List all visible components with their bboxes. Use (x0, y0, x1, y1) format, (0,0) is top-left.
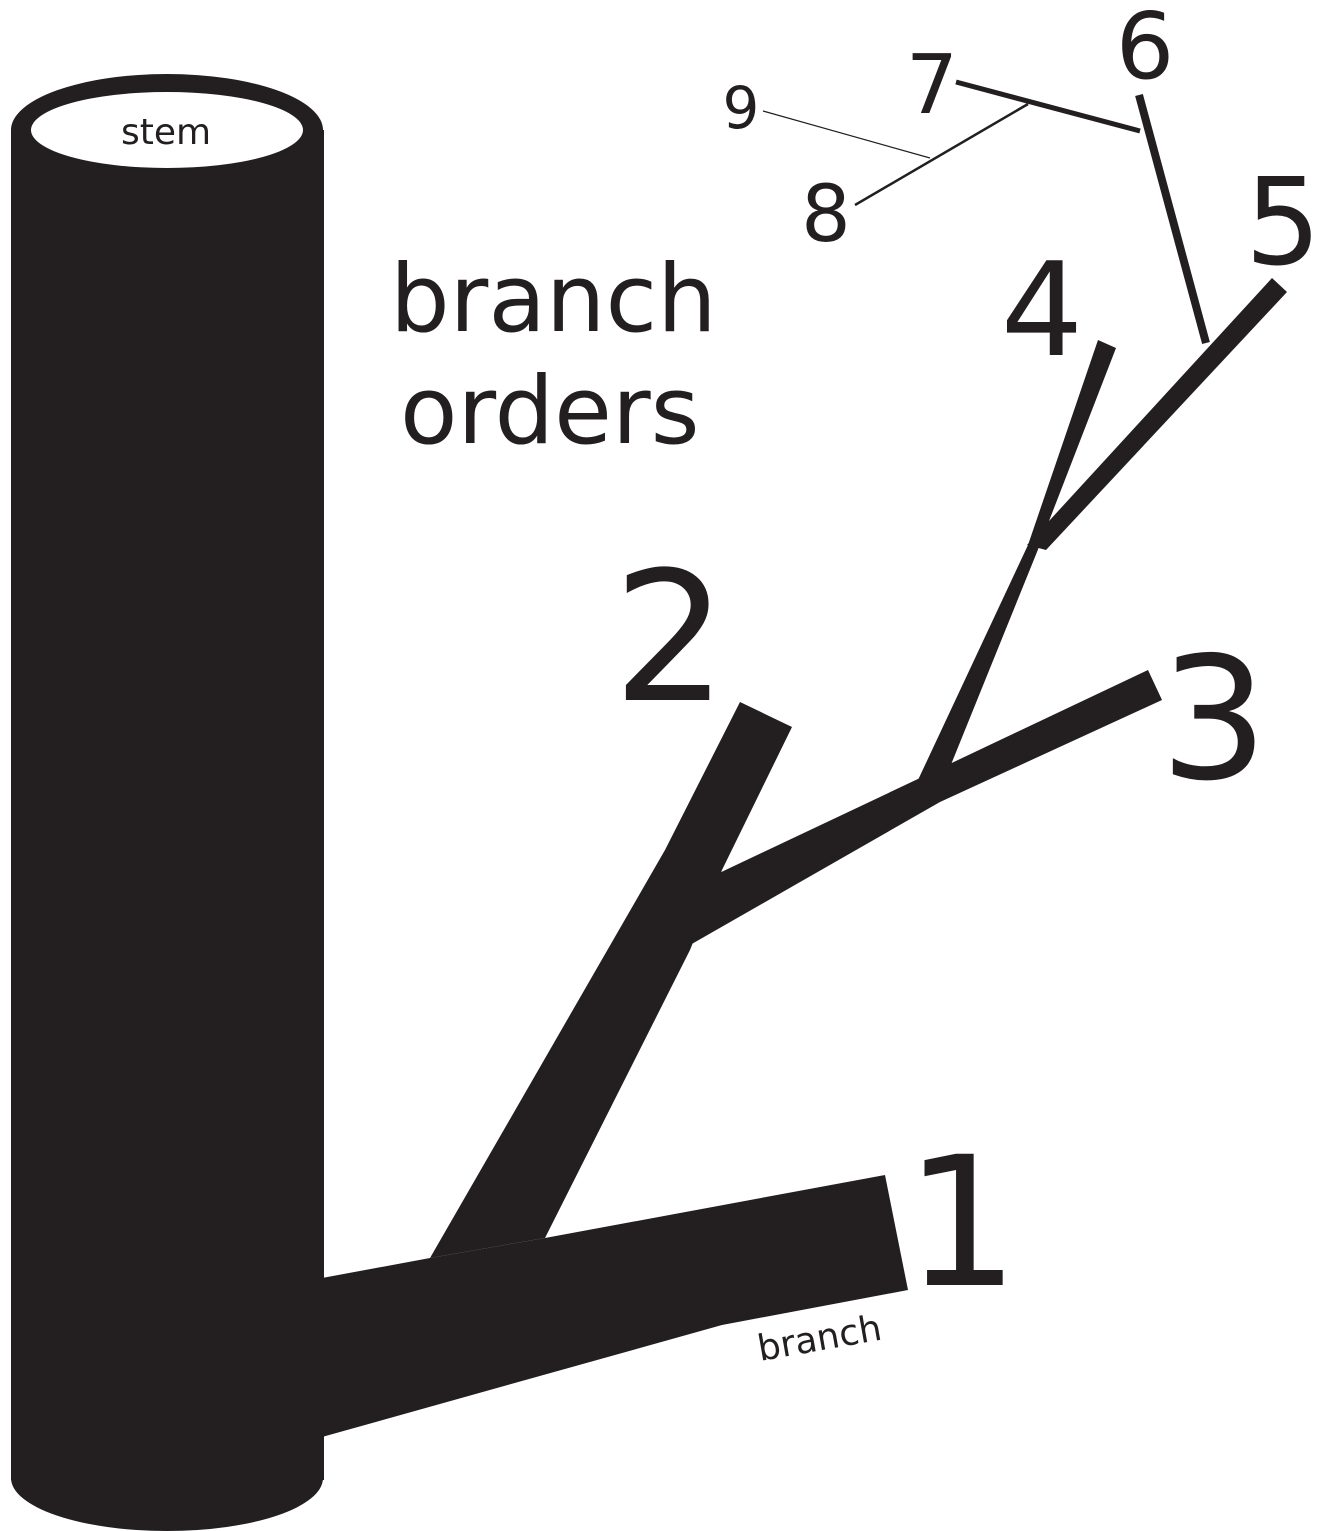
branch-order-9 (762, 110, 931, 159)
title-line-2: orders (400, 357, 700, 466)
branch-order-3 (690, 670, 1162, 945)
order-label-9: 9 (723, 74, 760, 142)
branch-order-6 (1135, 93, 1210, 345)
stem (11, 74, 324, 1531)
title-line-1: branch (390, 245, 717, 354)
order-label-6: 6 (1116, 0, 1175, 100)
branch-order-4 (918, 340, 1116, 780)
stem-top-opening (31, 92, 303, 168)
order-label-2: 2 (613, 534, 728, 743)
order-label-7: 7 (906, 38, 958, 133)
order-label-8: 8 (801, 170, 851, 260)
stem-label: stem (121, 112, 211, 153)
order-label-3: 3 (1160, 621, 1268, 819)
branch-order-5 (1027, 278, 1287, 550)
stem-bottom (11, 1425, 323, 1531)
stem-body (11, 130, 324, 1480)
order-label-4: 4 (1001, 234, 1084, 386)
order-label-5: 5 (1245, 154, 1321, 293)
branch-order-1 (322, 1175, 908, 1437)
branch-label: branch (754, 1308, 884, 1370)
branch-order-2 (430, 702, 792, 1258)
order-label-1: 1 (905, 1119, 1020, 1328)
branch-order-8 (854, 102, 1029, 207)
branch-order-7 (955, 79, 1141, 134)
